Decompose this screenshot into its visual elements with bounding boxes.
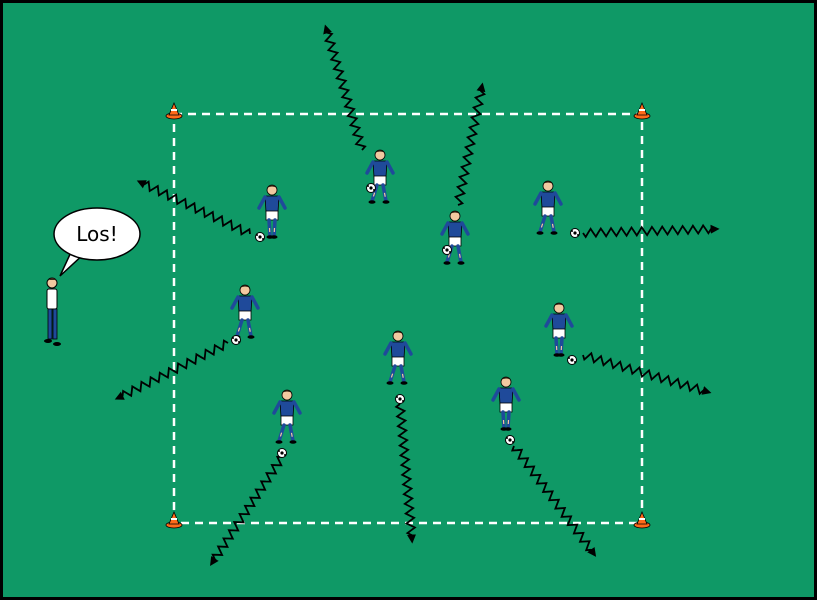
ball-icon — [277, 448, 287, 458]
pitch — [3, 3, 814, 597]
player-icon — [491, 376, 521, 431]
ball-icon — [505, 435, 515, 445]
player-icon — [365, 149, 395, 204]
ball-icon — [395, 394, 405, 404]
dribble-arrow-icon — [136, 180, 251, 236]
player-icon — [272, 389, 302, 444]
ball-icon — [366, 183, 376, 193]
dribble-arrow-icon — [582, 223, 720, 239]
dribble-arrow-icon — [582, 351, 712, 396]
ball-icon — [231, 335, 241, 345]
dribble-arrow-icon — [323, 24, 367, 151]
dribble-arrow-icon — [114, 339, 229, 400]
coach-icon — [44, 277, 61, 346]
ball-icon — [567, 355, 577, 365]
coach-speech-text: Los! — [76, 222, 118, 246]
cone-icon — [165, 101, 183, 120]
dribble-arrow-icon — [210, 455, 283, 567]
cone-icon — [633, 510, 651, 529]
player-icon — [440, 210, 470, 265]
dribble-arrow-icon — [394, 403, 417, 544]
speech-bubble-icon — [53, 207, 141, 277]
cone-icon — [165, 510, 183, 529]
ball-icon — [570, 228, 580, 238]
ball-icon — [255, 232, 265, 242]
player-icon — [533, 180, 563, 235]
player-icon — [544, 302, 574, 357]
player-icon — [257, 184, 287, 239]
cone-icon — [633, 101, 651, 120]
ball-icon — [442, 245, 452, 255]
player-icon — [383, 330, 413, 385]
dribble-arrow-icon — [510, 445, 597, 557]
dribble-arrow-icon — [453, 82, 487, 206]
player-icon — [230, 284, 260, 339]
